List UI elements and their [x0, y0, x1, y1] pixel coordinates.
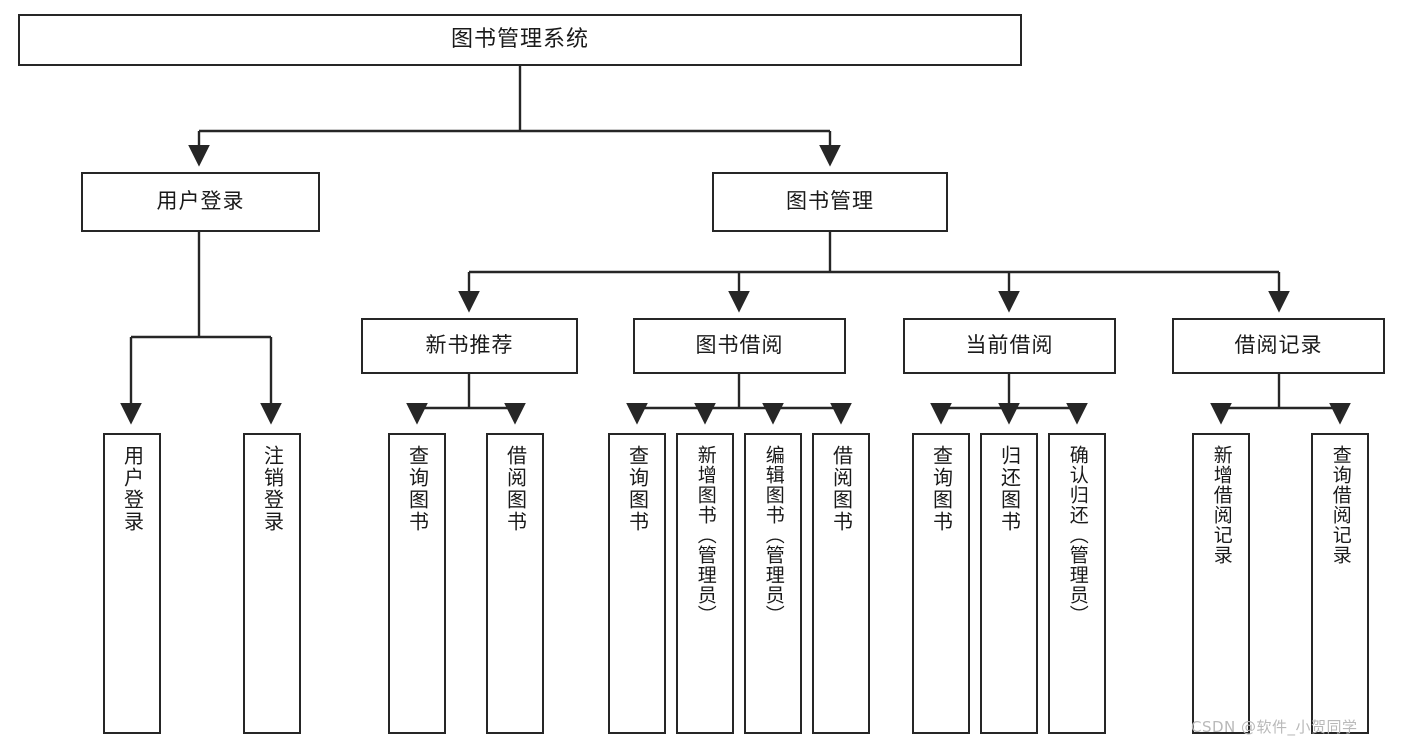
leaf-query-book-current[interactable]: 查询图书 [912, 433, 970, 734]
node-label: 图书管理 [786, 189, 874, 214]
node-current-borrow[interactable]: 当前借阅 [903, 318, 1116, 374]
node-label: 图书管理系统 [450, 26, 589, 52]
leaf-borrow-book[interactable]: 借阅图书 [812, 433, 870, 734]
node-new-book-recommend[interactable]: 新书推荐 [361, 318, 578, 374]
leaf-query-book-recommend[interactable]: 查询图书 [388, 433, 446, 734]
node-label: 查询借阅记录 [1329, 445, 1352, 565]
node-label: 确认归还（管理员） [1066, 445, 1089, 625]
node-label: 借阅图书 [829, 445, 854, 533]
node-label: 用户登录 [120, 445, 145, 533]
leaf-add-book-admin[interactable]: 新增图书（管理员） [676, 433, 734, 734]
leaf-user-login[interactable]: 用户登录 [103, 433, 161, 734]
node-label: 当前借阅 [965, 333, 1054, 358]
node-label: 注销登录 [260, 445, 285, 533]
leaf-borrow-book-recommend[interactable]: 借阅图书 [486, 433, 544, 734]
node-label: 借阅图书 [503, 445, 528, 533]
leaf-logout[interactable]: 注销登录 [243, 433, 301, 734]
node-label: 新书推荐 [425, 333, 514, 358]
watermark-text: CSDN @软件_小贺同学 [1191, 718, 1358, 736]
leaf-query-book-borrow[interactable]: 查询图书 [608, 433, 666, 734]
leaf-return-book[interactable]: 归还图书 [980, 433, 1038, 734]
node-label: 编辑图书（管理员） [762, 445, 785, 625]
node-label: 新增借阅记录 [1210, 445, 1233, 565]
node-label: 借阅记录 [1234, 333, 1323, 358]
node-borrow-record[interactable]: 借阅记录 [1172, 318, 1385, 374]
node-label: 新增图书（管理员） [694, 445, 717, 625]
node-label: 归还图书 [997, 445, 1022, 533]
leaf-add-borrow-record[interactable]: 新增借阅记录 [1192, 433, 1250, 734]
leaf-edit-book-admin[interactable]: 编辑图书（管理员） [744, 433, 802, 734]
leaf-query-borrow-record[interactable]: 查询借阅记录 [1311, 433, 1369, 734]
node-user-login[interactable]: 用户登录 [81, 172, 320, 232]
node-book-borrow[interactable]: 图书借阅 [633, 318, 846, 374]
node-label: 用户登录 [156, 189, 245, 214]
leaf-confirm-return-admin[interactable]: 确认归还（管理员） [1048, 433, 1106, 734]
node-book-management[interactable]: 图书管理 [712, 172, 948, 232]
node-label: 查询图书 [929, 445, 954, 533]
node-root-system[interactable]: 图书管理系统 [18, 14, 1022, 66]
node-label: 图书借阅 [695, 333, 784, 358]
node-label: 查询图书 [625, 445, 650, 533]
node-label: 查询图书 [405, 445, 430, 533]
